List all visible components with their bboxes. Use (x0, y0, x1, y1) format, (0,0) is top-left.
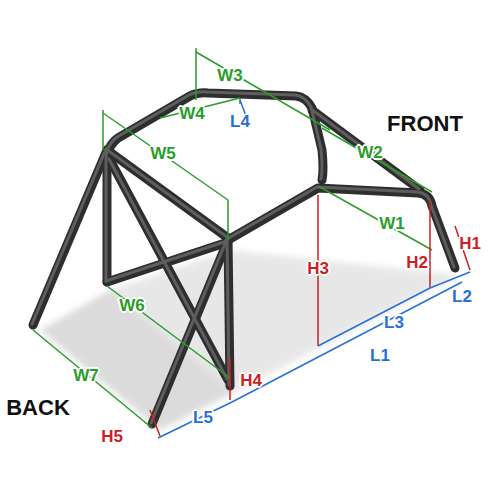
dimension-label: W4 (179, 105, 205, 122)
dimension-label: H4 (240, 372, 262, 389)
cage-highlight (32, 92, 454, 423)
dimension-label: H3 (307, 260, 329, 277)
dimension-label: W7 (73, 367, 99, 384)
dimension-label: L5 (193, 409, 213, 426)
dimension-label: H5 (101, 428, 123, 445)
dimension-label: L2 (452, 288, 472, 305)
dimension-label: L1 (370, 347, 390, 364)
view-label: FRONT (387, 113, 463, 135)
dimension-label: H2 (406, 254, 428, 271)
length-dimensions (158, 100, 470, 438)
view-label: BACK (6, 397, 70, 419)
width-dimensions (33, 48, 432, 428)
dimension-label: W2 (357, 144, 383, 161)
dimension-label: H1 (459, 235, 481, 252)
dimension-label: L4 (230, 113, 250, 130)
dimension-label: W3 (217, 67, 243, 84)
cage-tubes (33, 93, 455, 424)
dimension-label: W1 (379, 215, 405, 232)
dimension-label: W6 (119, 297, 145, 314)
dimension-label: L3 (384, 314, 404, 331)
height-dimensions (150, 195, 470, 436)
dimension-label: W5 (150, 145, 176, 162)
